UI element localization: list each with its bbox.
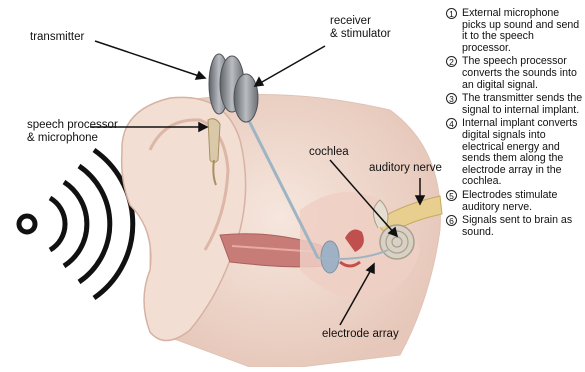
label-auditory-nerve: auditory nerve: [369, 162, 442, 175]
step-number: 3: [446, 93, 457, 104]
step-text: The speech processor converts the sounds…: [462, 55, 577, 90]
transmitter-device: [209, 54, 258, 122]
label-speech-processor-line2: & microphone: [27, 132, 118, 145]
label-receiver-line1: receiver: [330, 15, 391, 28]
step-item: 2 The speech processor converts the sound…: [446, 56, 584, 91]
speech-processor: [208, 119, 220, 163]
step-number: 5: [446, 190, 457, 201]
label-transmitter: transmitter: [30, 31, 84, 44]
label-receiver: receiver & stimulator: [330, 15, 391, 41]
step-item: 1 External microphone picks up sound and …: [446, 8, 584, 54]
step-item: 3 The transmitter sends the signal to int…: [446, 93, 584, 116]
label-speech-processor-line1: speech processor: [27, 119, 118, 132]
step-number: 1: [446, 8, 457, 19]
step-text: Electrodes stimulate auditory nerve.: [462, 189, 557, 213]
eardrum: [321, 241, 339, 273]
step-number: 2: [446, 56, 457, 67]
label-receiver-line2: & stimulator: [330, 28, 391, 41]
label-speech-processor: speech processor & microphone: [27, 119, 118, 145]
steps-list: 1 External microphone picks up sound and …: [446, 8, 584, 240]
step-number: 4: [446, 118, 457, 129]
step-text: External microphone picks up sound and s…: [462, 7, 579, 54]
arrow-receiver: [255, 46, 325, 86]
sound-waves-icon: [19, 150, 133, 298]
step-number: 6: [446, 215, 457, 226]
label-electrode-array: electrode array: [322, 328, 399, 341]
step-text: Signals sent to brain as sound.: [462, 214, 572, 238]
step-text: Internal implant converts digital signal…: [462, 117, 577, 187]
step-item: 4 Internal implant converts digital signa…: [446, 118, 584, 188]
step-item: 5 Electrodes stimulate auditory nerve.: [446, 190, 584, 213]
label-cochlea: cochlea: [309, 146, 349, 159]
step-item: 6 Signals sent to brain as sound.: [446, 215, 584, 238]
step-text: The transmitter sends the signal to inte…: [462, 92, 582, 116]
arrow-transmitter: [95, 41, 205, 78]
